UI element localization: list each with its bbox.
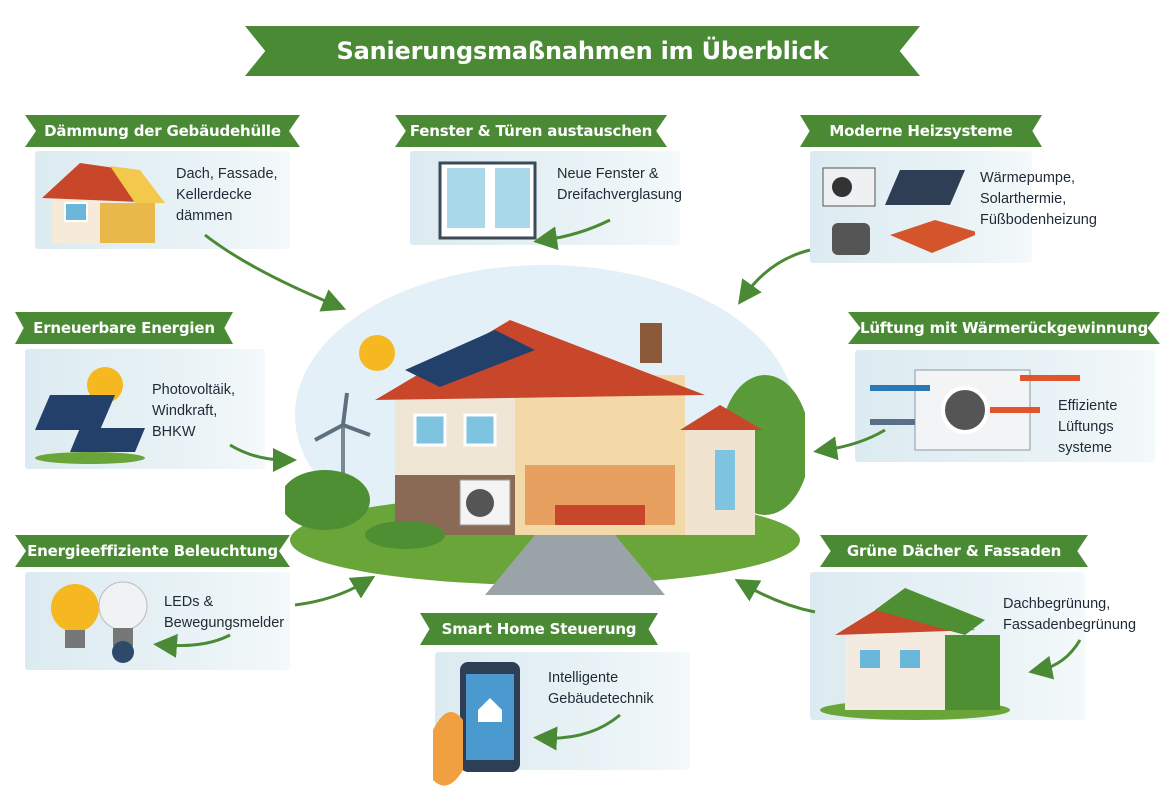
- text-line: Gebäudetechnik: [548, 691, 654, 707]
- text-line: Solarthermie,: [980, 191, 1067, 207]
- text-line: Fassadenbegrünung: [1003, 617, 1137, 633]
- arrow-ventilation: [813, 428, 886, 461]
- heading-ventilation: Lüftung mit Wärmerückgewinnung: [848, 312, 1160, 344]
- heating-systems-icon: [822, 167, 975, 255]
- arrow-lighting-panel: [153, 633, 231, 658]
- text-line: LEDs &: [164, 594, 214, 610]
- text-line: Dreifachverglasung: [557, 187, 682, 203]
- green-house-icon: [820, 588, 1010, 720]
- text-line: Lüftungs: [1058, 419, 1114, 435]
- arrow-smarthome: [533, 713, 621, 751]
- arrow-windows: [533, 218, 611, 251]
- solar-panel-icon: [35, 367, 145, 464]
- arrow-heating: [738, 248, 811, 305]
- page-title: Sanierungsmaßnahmen im Überblick: [245, 26, 920, 76]
- green-roofs-text: Dachbegrünung, Fassadenbegrünung: [1003, 594, 1136, 636]
- heading-green-roofs: Grüne Dächer & Fassaden: [820, 535, 1088, 567]
- heading-windows: Fenster & Türen austauschen: [395, 115, 667, 147]
- text-line: Bewegungsmelder: [164, 615, 285, 631]
- text-line: Füßbodenheizung: [980, 212, 1097, 228]
- arrow-insulation: [204, 233, 347, 312]
- heading-insulation: Dämmung der Gebäudehülle: [25, 115, 300, 147]
- window-icon: [438, 161, 537, 240]
- text-line: BHKW: [152, 424, 196, 440]
- windows-text: Neue Fenster & Dreifachverglasung: [557, 164, 682, 206]
- text-line: Intelligente: [548, 670, 619, 686]
- central-house-illustration: [285, 265, 805, 595]
- arrow-green-roofs-panel: [1028, 639, 1082, 680]
- heading-heating: Moderne Heizsysteme: [800, 115, 1042, 147]
- text-line: Dachbegrünung,: [1003, 596, 1111, 612]
- text-line: Neue Fenster &: [557, 166, 659, 182]
- text-line: Effiziente: [1058, 398, 1118, 414]
- text-line: Windkraft,: [152, 403, 218, 419]
- insulation-text: Dach, Fassade, Kellerdecke dämmen: [176, 164, 278, 227]
- text-line: Photovoltäik,: [152, 382, 236, 398]
- arrow-renewables: [229, 443, 297, 472]
- lighting-text: LEDs & Bewegungsmelder: [164, 592, 284, 634]
- arrow-green-roofs: [734, 579, 816, 614]
- heading-smarthome: Smart Home Steuerung: [420, 613, 658, 645]
- smartphone-icon: [433, 662, 520, 786]
- arrow-lighting: [294, 575, 376, 607]
- text-line: Kellerdecke: [176, 187, 252, 203]
- text-line: systeme: [1058, 440, 1112, 456]
- renewables-text: Photovoltäik, Windkraft, BHKW: [152, 380, 235, 443]
- text-line: dämmen: [176, 208, 233, 224]
- ventilation-unit-icon: [870, 369, 1080, 451]
- heating-text: Wärmepumpe, Solarthermie, Füßbodenheizung: [980, 168, 1097, 231]
- text-line: Dach, Fassade,: [176, 166, 278, 182]
- text-line: Wärmepumpe,: [980, 170, 1076, 186]
- light-bulb-icon: [51, 581, 148, 663]
- insulated-house-icon: [42, 163, 165, 243]
- heading-lighting: Energieeffiziente Beleuchtung: [15, 535, 290, 567]
- heading-renewables: Erneuerbare Energien: [15, 312, 233, 344]
